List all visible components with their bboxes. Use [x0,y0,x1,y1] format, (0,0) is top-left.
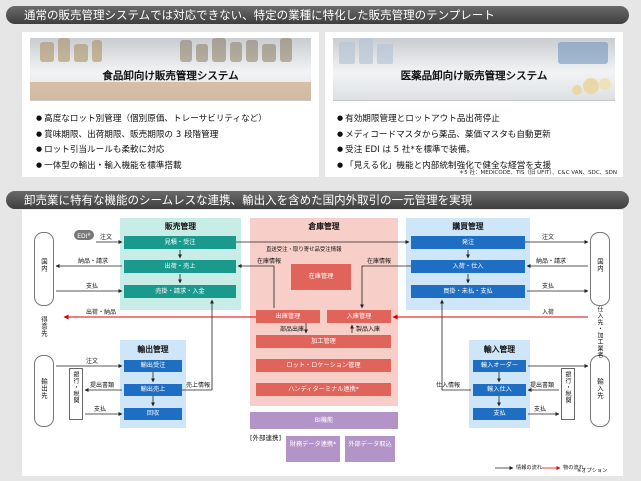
export-title: 輸出管理 [137,345,169,354]
pharma-feature-item: 有効期限管理とロットアウト品出荷停止 [337,111,551,127]
flow-payment-in-label: 支払 [86,283,99,290]
import-src-label: 輸入先 [596,378,604,399]
pharma-system-title: 医薬品卸向け販売管理システム [400,70,548,82]
bank-right-entity [561,368,575,420]
bank-left-entity [69,368,83,420]
export-dest-label: 輸出先 [40,378,48,399]
flow-arrival-label: 入荷 [542,309,555,316]
flow-ship-goods-label: 出荷・納品 [86,309,117,316]
import-src-entity [590,355,610,427]
bank-left-label: 銀行・税関 [72,371,79,404]
flow-exp-order-label: 注文 [86,358,99,365]
food-feature-item: 一体型の輸出・輸入機能を標準搭載 [36,158,267,174]
flow-delivery-invoice-label: 納品・請求 [78,258,109,265]
flow-imp-pay-label: 支払 [534,406,547,413]
collection-box: 回収 [124,408,182,420]
food-products-picture [30,38,311,100]
bank-right-label: 銀行・税関 [564,371,571,404]
processing-box: 加工管理 [256,335,391,348]
option-note: ※オプション [577,468,608,474]
purchase-order-box: 発注 [411,236,525,249]
external-label: [外部連携] [250,434,282,442]
pharma-panel: 医薬品卸向け販売管理システム 有効期限管理とロットアウト品出荷停止 メディコード… [325,32,623,177]
import-purchase-box: 輸入仕入 [473,384,526,396]
flow-sales-info-label: 売上情報 [186,382,211,389]
outbound-box: 出庫管理 [256,310,320,323]
export-dest-entity [34,355,54,427]
food-panel: 食品卸向け販売管理システム 高度なロット別管理（個別原価、トレーサビリティなど）… [22,32,319,177]
supplier-label: 仕入先・加工業者 [596,306,603,358]
food-feature-item: 賞味期限、出荷期限、販売期限の 3 段階管理 [36,127,267,143]
payable-box: 買掛・未払・支払 [411,285,525,298]
section-header-integration: 卸売業に特有な機能のシームレスな連携、輸出入を含めた国内外取引の一元管理を実現 [6,191,629,209]
section-header-templates: 通常の販売管理システムでは対応できない、特定の業種に特化した販売管理のテンプレー… [6,6,629,24]
flow-exp-pay-label: 支払 [94,406,107,413]
pharma-feature-item: 「見える化」機能と内部統制強化で健全な経営を支援 [337,158,551,174]
flow-exp-doc-label: 提出書類 [90,382,115,389]
legend-info-label: 情報の流れ [516,465,542,471]
flow-pay-out-label: 支払 [542,283,555,290]
import-payment-box: 支払 [473,408,526,420]
direct-order-info-label: 直送受注・取り寄せ品受注情報 [266,247,342,253]
domestic-right-label: 国内 [596,258,604,272]
food-feature-list: 高度なロット別管理（個別原価、トレーサビリティなど） 賞味期限、出荷期限、販売期… [36,111,267,173]
pharma-feature-list: 有効期限管理とロットアウト品出荷停止 メディコードマスタから薬品、薬価マスタも自… [337,111,551,173]
flow-receive-invoice-label: 納品・請求 [536,258,567,265]
pharma-feature-item: 受注 EDI は 5 社*を標準で装備。 [337,142,551,158]
stock-info-left-label: 在庫情報 [257,258,282,265]
domestic-left-label: 国内 [40,258,48,272]
domestic-left-entity [34,232,54,306]
inventory-box: 在庫管理 [291,264,351,290]
export-sales-box: 輸出売上 [124,384,182,396]
shipment-sales-box: 出荷・売上 [124,260,236,273]
import-title: 輸入管理 [483,345,516,354]
external-data-box: 外部データ取込 [345,436,395,462]
pharma-feature-item: メディコードマスタから薬品、薬価マスタも自動更新 [337,127,551,143]
product-in-label: 製品入庫 [356,326,381,333]
parts-out-label: 部品出庫 [280,326,305,333]
handy-terminal-box: ハンディターミナル連携* [256,383,391,396]
import-order-box: 輸入オーダー [473,360,526,372]
stock-info-right-label: 在庫情報 [367,258,392,265]
purchase-title: 購買管理 [452,222,484,231]
edi-option-mark: ※ [87,232,91,237]
domestic-right-entity [590,232,610,306]
export-order-box: 輸出受注 [124,360,182,372]
food-system-title: 食品卸向け販売管理システム [102,70,239,82]
flow-order-out-label: 注文 [542,234,555,241]
food-feature-item: ロット引当ルールも柔軟に対応 [36,142,267,158]
flow-purchase-info-label: 仕入情報 [436,382,461,389]
customer-label: 得意先 [40,316,48,337]
inbound-box: 入庫管理 [327,310,391,323]
sales-title: 販売管理 [164,222,197,231]
pharma-products-picture [339,38,611,95]
estimate-order-box: 見積・受注 [124,236,236,249]
food-banner-image: 食品卸向け販売管理システム [30,38,311,101]
flow-order-in-label: 注文 [100,234,113,241]
pharma-banner-image: 医薬品卸向け販売管理システム [333,38,615,101]
pharma-footnote: ＊5 社：MEDICODE、TIS（旧 UFIT）、C&C VAN、SDC、SD… [458,170,617,176]
receiving-box: 入荷・仕入 [411,260,525,273]
location-box: ロット・ロケーション管理 [256,359,391,372]
food-feature-item: 高度なロット別管理（個別原価、トレーサビリティなど） [36,111,267,127]
flow-imp-doc-label: 提出書類 [530,382,555,389]
receivable-billing-box: 売掛・請求・入金 [124,285,236,298]
bi-function-box: BI機能 [250,412,398,429]
financial-data-box: 財務データ連携* [286,436,340,462]
diagram-panel: 販売管理 倉庫管理 購買管理 輸出管理 輸入管理 見積・受注 出荷・売上 売掛・… [22,210,623,476]
edi-badge: EDI※ [74,230,94,240]
warehouse-title: 倉庫管理 [308,222,340,231]
legend-goods-label: 物の流れ [563,465,584,471]
edi-label: EDI [77,233,88,240]
